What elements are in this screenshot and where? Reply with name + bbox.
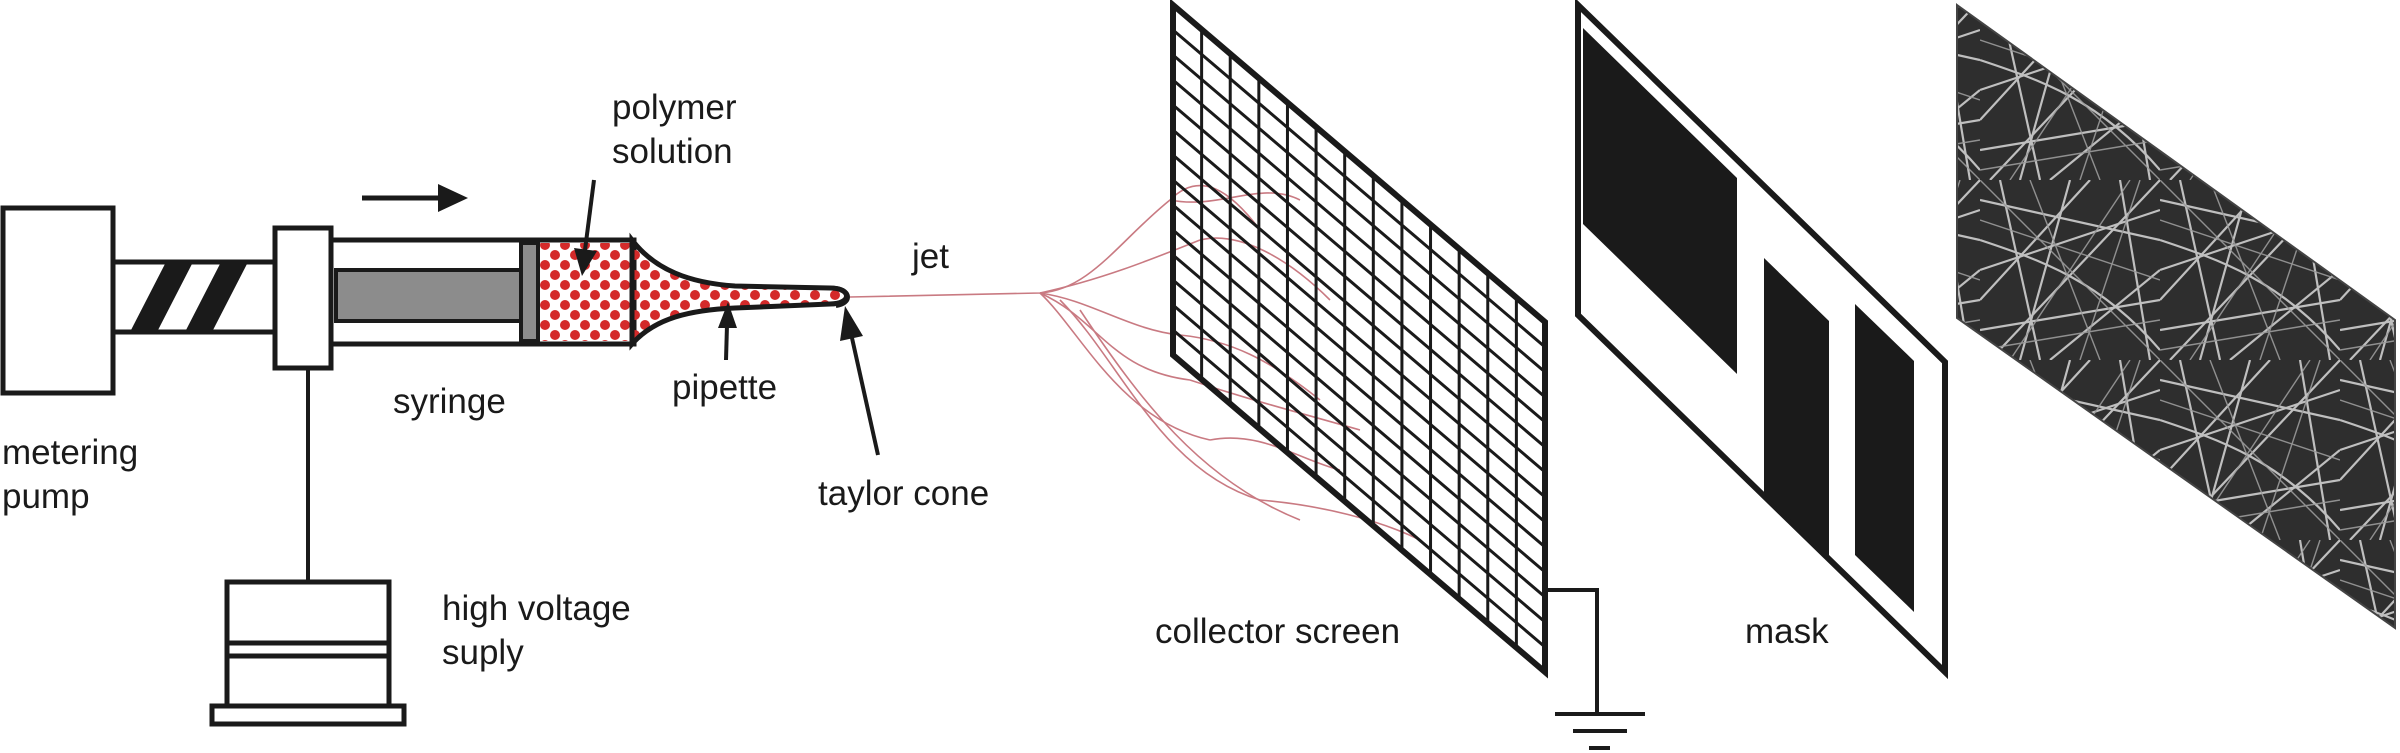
grid-horizontal-line (1172, 328, 1546, 649)
taylor-cone-label: taylor cone (818, 474, 990, 513)
fiber-mat-image (1956, 3, 2396, 630)
grid-horizontal-line (1172, 103, 1546, 424)
grid-horizontal-line (1172, 78, 1546, 399)
grid-horizontal-line (1172, 228, 1546, 549)
grid-horizontal-line (1172, 28, 1546, 349)
polymer-solution-line2: solution (612, 132, 733, 171)
metering-pump-label: metering pump (2, 431, 138, 519)
polymer-solution-arrow (574, 179, 597, 276)
metering-pump (0, 205, 116, 396)
pipette-label: pipette (672, 368, 778, 407)
plunger-rod (334, 268, 523, 323)
jet-label: jet (912, 237, 949, 276)
metering-pump-line2: pump (2, 477, 90, 516)
pipette-arrow (718, 302, 737, 361)
high-voltage-line1: high voltage (442, 589, 631, 628)
mask-label: mask (1745, 612, 1829, 651)
syringe-label: syringe (393, 382, 506, 421)
grid-horizontal-line (1172, 253, 1546, 574)
taylor-cone-arrow (840, 306, 880, 456)
screw-shaft (110, 259, 281, 335)
polymer-solution-line1: polymer (612, 88, 737, 127)
polymer-solution-label: polymer solution (612, 86, 736, 174)
syringe-clamp (272, 225, 334, 371)
mask (1575, 0, 1948, 680)
grid-horizontal-line (1172, 278, 1546, 599)
metering-pump-line1: metering (2, 433, 139, 472)
grid-horizontal-line (1172, 53, 1546, 374)
taylor-cone-tip (835, 286, 850, 308)
grid-horizontal-line (1172, 178, 1546, 499)
flow-direction-arrow (362, 184, 468, 212)
grid-horizontal-line (1172, 153, 1546, 474)
high-voltage-supply-box (209, 579, 407, 727)
high-voltage-line2: suply (442, 633, 524, 672)
high-voltage-supply-label: high voltage suply (442, 587, 631, 675)
pipette (629, 232, 849, 351)
collector-screen (1170, 0, 1548, 679)
grid-horizontal-line (1172, 128, 1546, 449)
grid-horizontal-line (1172, 203, 1546, 524)
collector-screen-label: collector screen (1155, 612, 1401, 651)
ground-symbol (1545, 588, 1645, 750)
grid-horizontal-line (1172, 303, 1546, 624)
plunger-head (519, 241, 540, 343)
